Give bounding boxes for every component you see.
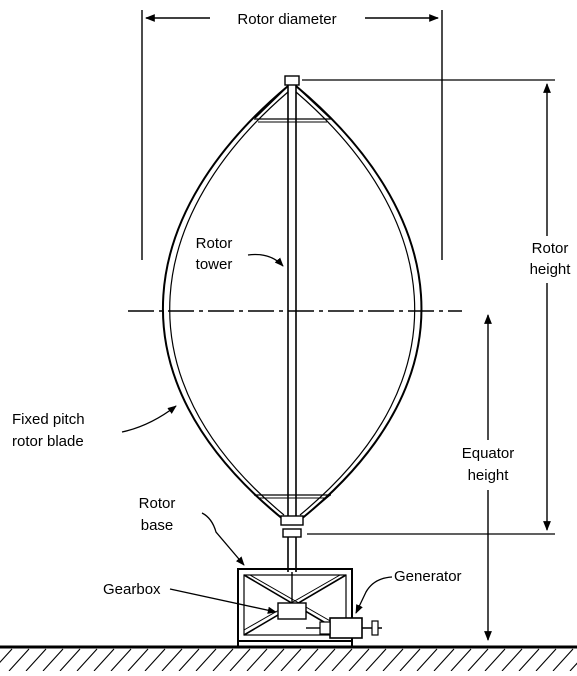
rotor-height-dimension: Rotor height (302, 79, 572, 535)
hatch-line (501, 648, 523, 671)
rotor-diameter-label: Rotor diameter (237, 11, 336, 28)
hatch-line (212, 648, 234, 671)
rotor-height-label-line1: Rotor (532, 240, 569, 257)
rotor-blade-label-line2: rotor blade (12, 433, 84, 450)
rotor-tower (280, 75, 304, 572)
rotor-base-label-line1: Rotor (139, 495, 176, 512)
ground (0, 645, 577, 671)
hatch-line (314, 648, 336, 671)
generator-callout: Generator (355, 568, 462, 614)
hatch-line (195, 648, 217, 671)
hatch-line (246, 648, 268, 671)
hatch-line (569, 662, 577, 671)
rotor-diameter-dimension: Rotor diameter (141, 10, 443, 260)
hatch-line (59, 648, 81, 671)
gearbox-callout: Gearbox (103, 581, 277, 614)
hatch-line (331, 648, 353, 671)
hatch-line (76, 648, 98, 671)
hatch-line (0, 648, 13, 664)
hatch-line (93, 648, 115, 671)
hatch-line (365, 648, 387, 671)
rotor-blade-label-line1: Fixed pitch (12, 411, 85, 428)
hatch-line (110, 648, 132, 671)
gearbox-label: Gearbox (103, 581, 161, 598)
hatch-line (297, 648, 319, 671)
hatch-line (552, 648, 574, 671)
hatch-line (263, 648, 285, 671)
hatch-line (178, 648, 200, 671)
equator-height-label-line2: height (468, 467, 510, 484)
generator (306, 617, 382, 639)
hatch-line (467, 648, 489, 671)
hatch-line (8, 648, 30, 671)
rotor-base-callout: Rotor base (139, 495, 245, 566)
rotor-tower-label-line1: Rotor (196, 235, 233, 252)
hatch-line (229, 648, 251, 671)
hatch-line (484, 648, 506, 671)
rotor-base-label-line2: base (141, 517, 174, 534)
rotor-tower-label-line2: tower (196, 256, 233, 273)
hatch-line (416, 648, 438, 671)
hatch-line (433, 648, 455, 671)
hatch-line (144, 648, 166, 671)
bottom-hub-struts (254, 494, 331, 521)
hatch-line (42, 648, 64, 671)
hatch-line (161, 648, 183, 671)
hatch-line (535, 648, 557, 671)
hatch-line (127, 648, 149, 671)
hatch-line (25, 648, 47, 671)
rotor-blade (161, 85, 423, 521)
rotor-height-label-line2: height (530, 261, 572, 278)
gearbox (277, 572, 307, 620)
hatch-line (280, 648, 302, 671)
equator-height-dimension: Equator height (462, 314, 515, 641)
hatch-line (450, 648, 472, 671)
rotor-tower-callout: Rotor tower (196, 235, 284, 273)
hatch-line (399, 648, 421, 671)
top-hub-struts (254, 85, 331, 123)
generator-label: Generator (394, 568, 462, 585)
hatch-line (518, 648, 540, 671)
equator-height-label-line1: Equator (462, 445, 515, 462)
rotor-blade-callout: Fixed pitch rotor blade (12, 405, 177, 450)
hatch-line (382, 648, 404, 671)
ground-hatching (0, 648, 577, 671)
hatch-line (348, 648, 370, 671)
